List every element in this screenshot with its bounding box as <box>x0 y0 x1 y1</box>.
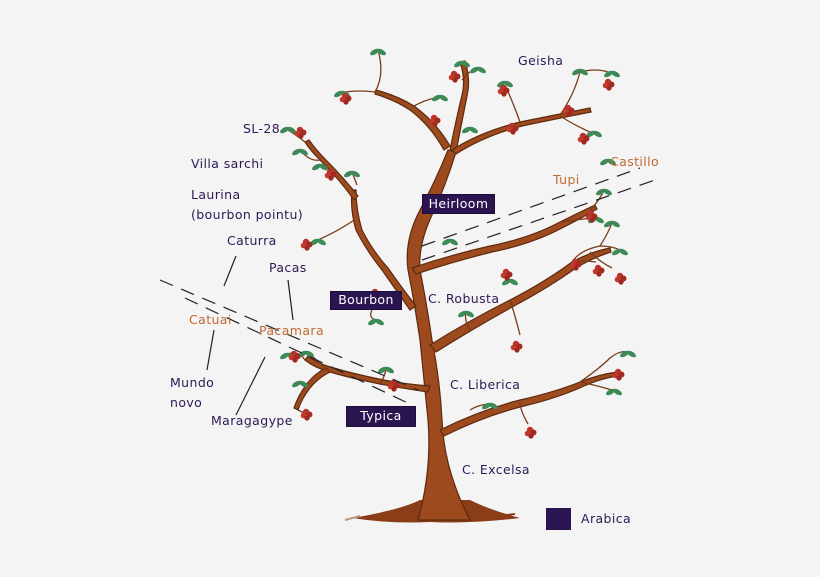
pacamara-maragagype-connector <box>235 356 266 416</box>
label-c-robusta: C. Robusta <box>428 291 500 306</box>
label-tupi: Tupi <box>553 172 580 187</box>
dashed-line-left-upper <box>159 279 419 391</box>
label-maragagype: Maragagype <box>211 413 293 428</box>
catuai-mundo-connector <box>206 329 215 371</box>
label-catuai: Catuai <box>189 312 232 327</box>
box-heirloom: Heirloom <box>422 194 495 214</box>
label-c-excelsa: C. Excelsa <box>462 462 530 477</box>
trunk <box>293 60 619 521</box>
label-c-liberica: C. Liberica <box>450 377 521 392</box>
label-castillo: Castillo <box>610 154 660 169</box>
label-mundo: Mundo <box>170 375 215 390</box>
caturra-catuai-connector <box>223 255 237 287</box>
box-typica: Typica <box>346 406 416 427</box>
pacas-pacamara-connector <box>287 279 294 321</box>
label-geisha: Geisha <box>518 53 564 68</box>
dashed-line-right-lower <box>421 179 656 261</box>
label-pacas: Pacas <box>269 260 307 275</box>
dashed-line-left-lower <box>184 297 411 405</box>
legend-arabica-label: Arabica <box>581 511 632 526</box>
dashed-separators <box>159 167 656 405</box>
label-novo: novo <box>170 395 203 410</box>
leaves <box>279 47 637 411</box>
label-caturra: Caturra <box>227 233 277 248</box>
label-pacamara: Pacamara <box>259 323 325 338</box>
label-villa-sarchi: Villa sarchi <box>191 156 264 171</box>
label-sl-28: SL-28 <box>243 121 281 136</box>
label-bourbon-pointu: (bourbon pointu) <box>191 207 304 222</box>
twigs <box>287 49 629 425</box>
connector-lines <box>206 255 294 416</box>
legend-arabica-swatch <box>546 508 571 530</box>
box-bourbon: Bourbon <box>330 291 402 310</box>
label-laurina: Laurina <box>191 187 241 202</box>
dashed-line-right-upper <box>421 167 641 247</box>
